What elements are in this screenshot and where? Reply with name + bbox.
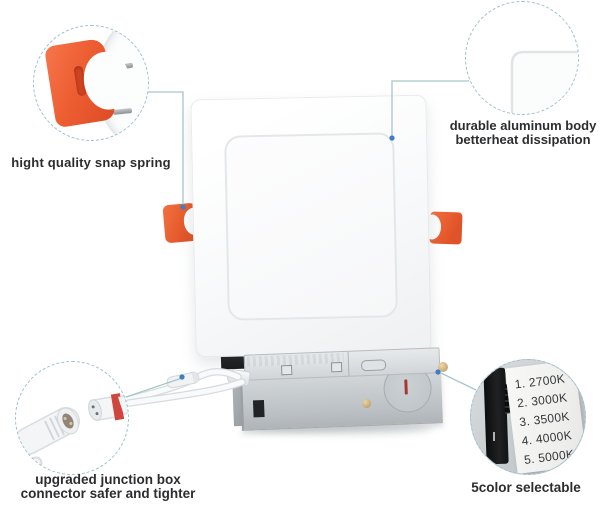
- caption-aluminum-line2: betterheat dissipation: [455, 131, 591, 147]
- caption-aluminum-line1: durable aluminum body: [449, 118, 597, 133]
- callout-dot: [179, 374, 185, 380]
- cable-grommet: [226, 368, 251, 387]
- caption-junction-line1: upgraded junction box: [35, 472, 181, 487]
- junction-box-shadow: [252, 423, 432, 434]
- panel-corner-closeup: [510, 50, 578, 114]
- caption-junction-line2: connector safer and tighter: [20, 486, 196, 501]
- spring-slot: [73, 65, 87, 97]
- inline-connector-joint: [166, 371, 200, 389]
- caption-color-select: 5color selectable: [471, 480, 581, 495]
- lid-seam: [347, 351, 350, 376]
- side-vent: [252, 399, 265, 418]
- lid-slot: [360, 359, 387, 372]
- cct-switch-housing: [483, 367, 509, 465]
- lid-knockout-square: [281, 364, 293, 376]
- connector-closeup: [16, 393, 128, 474]
- caption-junction-box: upgraded junction box connector safer an…: [0, 473, 216, 501]
- magnifier-aluminum-body: [465, 1, 579, 115]
- switch-tick: [493, 432, 495, 441]
- magnifier-color-selector: 1. 2700K 2. 3000K 3. 3500K 4. 4000K 5. 5…: [470, 359, 586, 475]
- cct-options-label: 1. 2700K 2. 3000K 3. 3500K 4. 4000K 5. 5…: [504, 360, 585, 474]
- led-panel: [190, 94, 432, 358]
- magnifier-snap-spring: [33, 25, 149, 141]
- caption-aluminum-body: durable aluminum body betterheat dissipa…: [444, 119, 600, 146]
- lid-knockout-square: [330, 362, 343, 373]
- snap-spring-right: [429, 211, 463, 245]
- brass-screw: [361, 398, 372, 409]
- red-slot: [404, 379, 408, 395]
- snap-spring-closeup: [43, 37, 117, 129]
- caption-snap-spring: hight quality snap spring: [11, 155, 171, 170]
- led-panel-diffuser: [224, 132, 398, 321]
- magnifier-connector: [15, 361, 129, 475]
- brass-knockout-plug: [438, 362, 448, 372]
